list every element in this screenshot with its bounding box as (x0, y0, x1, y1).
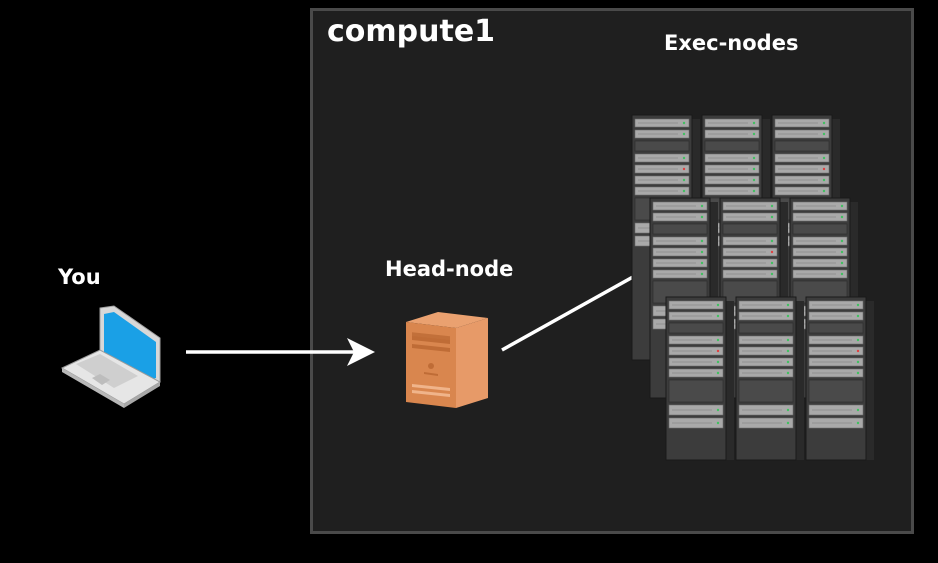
user-label: You (58, 265, 101, 289)
head-node-label: Head-node (385, 257, 514, 281)
exec-nodes-label: Exec-nodes (664, 31, 799, 55)
cluster-title: compute1 (327, 14, 496, 49)
